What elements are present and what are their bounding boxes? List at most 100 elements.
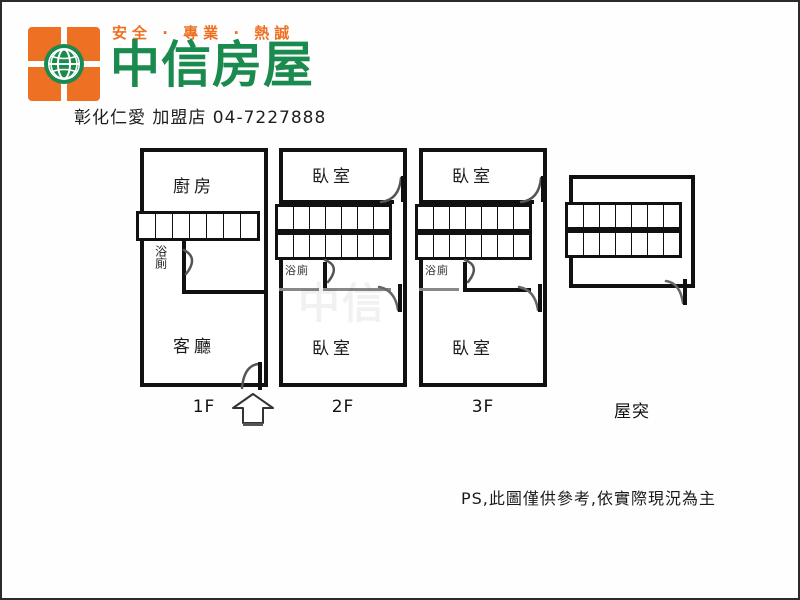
disclaimer-note: PS,此圖僅供參考,依實際現況為主 bbox=[461, 489, 716, 508]
stair-step bbox=[310, 207, 326, 229]
company-logo-block: 安全 · 專業 · 熱誠 中信房屋 彰化仁愛 加盟店 04-7227888 bbox=[24, 16, 344, 128]
stair-step bbox=[482, 235, 498, 257]
stair-step bbox=[664, 205, 679, 227]
stair-step bbox=[466, 207, 482, 229]
staircase-lower-2f bbox=[275, 232, 392, 260]
stair-step bbox=[466, 235, 482, 257]
stair-step bbox=[326, 235, 342, 257]
stair-step bbox=[616, 205, 632, 227]
lower-divider-left-2f bbox=[279, 288, 319, 291]
stair-step bbox=[514, 207, 529, 229]
stair-step bbox=[568, 205, 584, 227]
outer-wall-3f bbox=[419, 148, 547, 387]
stair-step bbox=[450, 235, 466, 257]
stair-step bbox=[374, 235, 389, 257]
outer-wall-2f bbox=[279, 148, 407, 387]
room-label-bathroom-2f: 浴廁 bbox=[285, 264, 309, 277]
stair-step bbox=[278, 235, 294, 257]
bedroom-lower-door-icon-3f bbox=[517, 282, 542, 312]
stair-step bbox=[648, 233, 664, 255]
stair-step bbox=[482, 207, 498, 229]
outer-wall-1f bbox=[140, 148, 268, 387]
floor-caption-3f: 3F bbox=[471, 397, 495, 417]
stair-step bbox=[434, 207, 450, 229]
staircase-upper-2f bbox=[275, 204, 392, 232]
room-label-bedroom-lower-3f: 臥室 bbox=[452, 339, 494, 359]
stair-step bbox=[648, 205, 664, 227]
stair-step bbox=[616, 233, 632, 255]
stair-step bbox=[139, 214, 156, 238]
bedroom-upper-door-icon-2f bbox=[379, 176, 405, 204]
stair-step bbox=[358, 235, 374, 257]
stair-step bbox=[358, 207, 374, 229]
stair-step bbox=[342, 235, 358, 257]
stair-step bbox=[278, 207, 294, 229]
room-label-living-1f: 客廳 bbox=[173, 337, 215, 357]
staircase-1f bbox=[136, 211, 260, 241]
floor-caption-2f: 2F bbox=[331, 397, 355, 417]
stair-step bbox=[156, 214, 173, 238]
stair-step bbox=[498, 235, 514, 257]
stair-step bbox=[310, 235, 326, 257]
stair-step bbox=[374, 207, 389, 229]
upper-room-wall-3f bbox=[419, 200, 534, 204]
bathroom-partition-2f bbox=[323, 262, 327, 290]
room-label-bedroom-upper-3f: 臥室 bbox=[452, 167, 494, 187]
stair-step bbox=[207, 214, 224, 238]
bedroom-lower-door-icon-2f bbox=[377, 282, 402, 312]
globe-icon bbox=[43, 43, 85, 85]
stair-step bbox=[434, 235, 450, 257]
stair-step bbox=[326, 207, 342, 229]
floor-plan-3f: 臥室 浴廁 bbox=[415, 148, 547, 417]
stair-step bbox=[498, 207, 514, 229]
stair-step bbox=[632, 233, 648, 255]
staircase-lower-3f bbox=[415, 232, 532, 260]
logo-tagline: 安全 · 專業 · 熱誠 bbox=[112, 24, 295, 42]
logo-store-line: 彰化仁愛 加盟店 04-7227888 bbox=[74, 108, 327, 128]
stair-step bbox=[294, 207, 310, 229]
stair-step bbox=[190, 214, 207, 238]
staircase-upper-3f bbox=[415, 204, 532, 232]
room-label-bathroom-3f: 浴廁 bbox=[425, 264, 449, 277]
lower-divider-right-3f bbox=[463, 288, 531, 292]
room-label-kitchen-1f: 廚房 bbox=[173, 177, 215, 197]
staircase-upper-roof bbox=[565, 202, 682, 230]
stair-step bbox=[418, 235, 434, 257]
bedroom-upper-door-icon-3f bbox=[519, 176, 545, 204]
stair-step bbox=[173, 214, 190, 238]
room-label-bathroom-1f: 浴廁 bbox=[153, 245, 168, 269]
room-label-bedroom-upper-2f: 臥室 bbox=[312, 167, 354, 187]
floor-plan-2f: 臥室 浴廁 bbox=[275, 148, 407, 417]
stair-step bbox=[600, 205, 616, 227]
staircase-lower-roof bbox=[565, 230, 682, 258]
bathroom-door-icon-2f bbox=[323, 258, 343, 284]
bathroom-partition-1f bbox=[182, 241, 186, 294]
stair-step bbox=[584, 233, 600, 255]
logo-mark-icon bbox=[28, 27, 100, 101]
floor-plan-1f: 廚房 浴廁 客廳 1F bbox=[136, 148, 268, 417]
roof-door-icon bbox=[664, 279, 687, 305]
bathroom-door-icon-1f bbox=[182, 248, 202, 276]
bathroom-door-icon-3f bbox=[463, 258, 483, 284]
stair-step bbox=[568, 233, 584, 255]
stair-step bbox=[584, 205, 600, 227]
room-label-bedroom-lower-2f: 臥室 bbox=[312, 339, 354, 359]
stair-step bbox=[224, 214, 241, 238]
stair-step bbox=[294, 235, 310, 257]
lower-divider-left-3f bbox=[419, 288, 459, 291]
stair-step bbox=[241, 214, 257, 238]
entrance-arrow-icon bbox=[232, 393, 274, 427]
logo-brand-name: 中信房屋 bbox=[110, 36, 314, 94]
stair-step bbox=[418, 207, 434, 229]
living-room-divider-1f bbox=[182, 290, 268, 294]
floor-caption-1f: 1F bbox=[192, 397, 216, 417]
floor-plan-roof: 屋突 bbox=[565, 175, 695, 422]
stair-step bbox=[514, 235, 529, 257]
stair-step bbox=[342, 207, 358, 229]
stair-step bbox=[664, 233, 679, 255]
bathroom-partition-3f bbox=[463, 262, 467, 290]
floor-caption-roof: 屋突 bbox=[614, 402, 650, 422]
lower-divider-right-2f bbox=[323, 288, 391, 291]
front-door-icon-1f bbox=[238, 358, 262, 390]
